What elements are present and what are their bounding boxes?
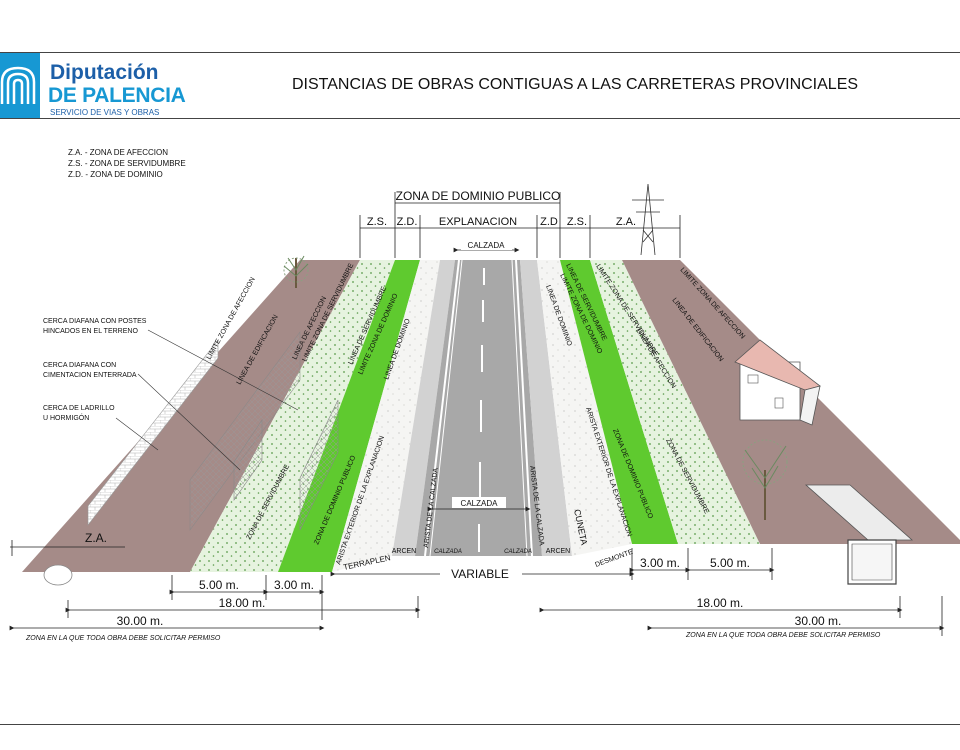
- calzada-right-label: CALZADA: [504, 549, 532, 555]
- left-servidumbre-zone: [190, 260, 395, 572]
- calzada-mid-label: CALZADA: [461, 499, 499, 508]
- right-dim-18m: 18.00 m.: [697, 596, 744, 610]
- fence-postes-label-2: HINCADOS EN EL TERRENO: [43, 328, 138, 335]
- calzada-top-label: CALZADA: [468, 241, 506, 250]
- mesh-fence-cimentacion: [233, 419, 263, 501]
- left-culvert-icon: [43, 564, 73, 586]
- right-dim-30m: 30.00 m.: [795, 614, 842, 628]
- drainage-channel-icon: [804, 484, 914, 585]
- fence-cimentacion-label-2: CIMENTACION ENTERRADA: [43, 372, 137, 379]
- logo: [40, 52, 188, 118]
- left-dim-30m: 30.00 m.: [117, 614, 164, 628]
- permit-note-right: ZONA EN LA QUE TODA OBRA DEBE SOLICITAR …: [685, 632, 881, 639]
- zd-left-label: Z.D.: [397, 216, 418, 228]
- power-pylon-icon: [632, 183, 664, 256]
- center-dashes: [478, 268, 485, 552]
- left-arcen: [392, 260, 455, 556]
- variable-label: VARIABLE: [451, 567, 509, 581]
- desmonte-label: DESMONTE: [594, 549, 634, 569]
- header: Diputación DE PALENCIA SERVICIO DE VIAS …: [0, 52, 960, 118]
- left-dim-3m: 3.00 m.: [274, 578, 314, 592]
- footer-rule: [0, 724, 960, 725]
- permit-note-left: ZONA EN LA QUE TODA OBRA DEBE SOLICITAR …: [25, 635, 221, 642]
- house-icon: [734, 339, 821, 426]
- arcen-right-label: ARCEN: [546, 548, 571, 555]
- left-dim-5m: 5.00 m.: [199, 578, 239, 592]
- right-desmonte: [537, 260, 632, 556]
- right-dim-3m: 3.00 m.: [640, 556, 680, 570]
- logo-title: Diputación: [50, 61, 159, 84]
- diputacion-arches-icon: [0, 52, 40, 118]
- header-bottom-rule: [0, 118, 960, 119]
- zona-dominio-publico-label: ZONA DE DOMINIO PUBLICO: [396, 189, 561, 203]
- legend-za: Z.A. - ZONA DE AFECCION: [68, 148, 168, 157]
- fence-postes-label-1: CERCA DIAFANA CON POSTES: [43, 318, 147, 325]
- right-arcen: [520, 260, 572, 556]
- tree-left-icon: [283, 255, 309, 288]
- mesh-fence-servidumbre: [299, 399, 339, 531]
- calzada-left-label: CALZADA: [434, 549, 462, 555]
- legend-zs: Z.S. - ZONA DE SERVIDUMBRE: [68, 159, 186, 168]
- arcen-left-label: ARCEN: [392, 548, 417, 555]
- za-right-label: Z.A.: [616, 216, 636, 228]
- zs-left-label: Z.S.: [367, 216, 387, 228]
- right-dominio-zone: [560, 260, 678, 544]
- zd-right-label: Z.D: [540, 216, 558, 228]
- fence-cimentacion-label-1: CERCA DIAFANA CON: [43, 362, 116, 369]
- brick-wall-fence: [87, 339, 219, 526]
- left-dim-18m: 18.00 m.: [219, 596, 266, 610]
- page-title: DISTANCIAS DE OBRAS CONTIGUAS A LAS CARR…: [291, 76, 859, 93]
- logo-tagline: SERVICIO DE VIAS Y OBRAS: [50, 108, 160, 117]
- right-dim-5m: 5.00 m.: [710, 556, 750, 570]
- explanacion-label: EXPLANACION: [439, 216, 517, 228]
- zs-right-label: Z.S.: [567, 216, 587, 228]
- tree-right-icon: [742, 439, 788, 520]
- fence-ladrillo-label-2: U HORMIGÓN: [43, 413, 89, 422]
- legend-zd: Z.D. - ZONA DE DOMINIO: [68, 170, 163, 179]
- mesh-fence-posts: [189, 331, 301, 531]
- za-left-label: Z.A.: [85, 531, 107, 545]
- road-calzada: [415, 260, 542, 556]
- fence-ladrillo-label-1: CERCA DE LADRILLO: [43, 405, 115, 412]
- left-terraplen: [332, 260, 440, 572]
- logo-subtitle: DE PALENCIA: [48, 84, 186, 107]
- header-top-rule: [0, 52, 960, 53]
- right-servidumbre-zone: [590, 260, 760, 544]
